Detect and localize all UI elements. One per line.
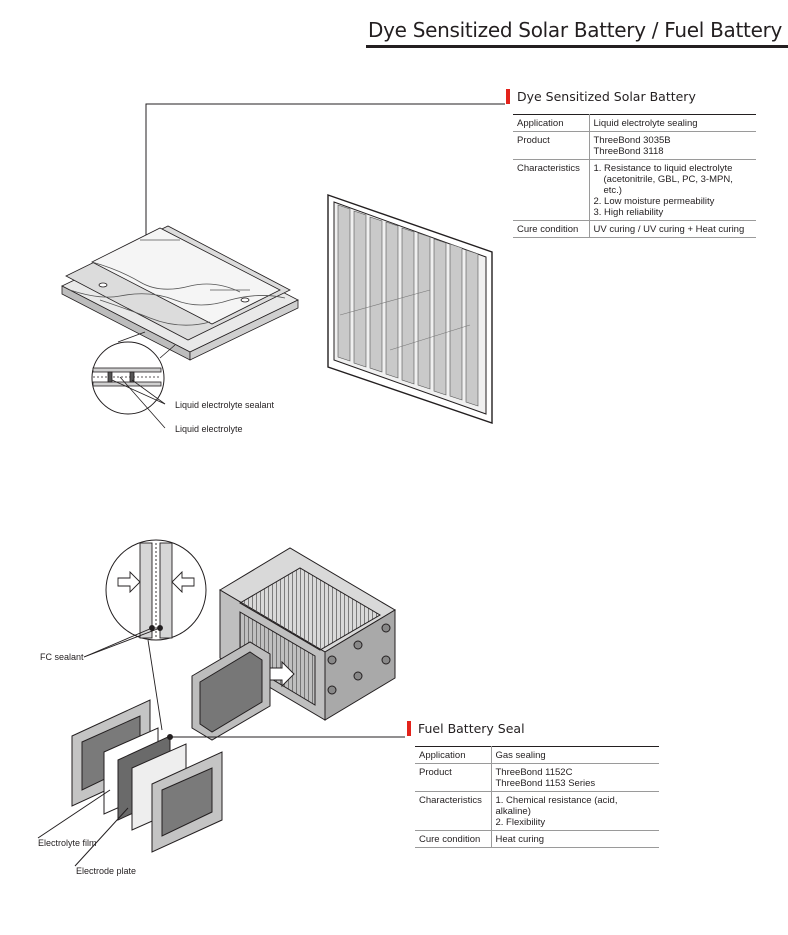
title-rule: [366, 45, 788, 48]
spec-key: Application: [513, 114, 590, 132]
page-title: Dye Sensitized Solar Battery / Fuel Batt…: [368, 18, 783, 42]
spec-key: Cure condition: [415, 830, 492, 848]
fuel-cell-stack-illustration: [219, 547, 396, 721]
solar-spec-table: Application Liquid electrolyte sealing P…: [513, 114, 756, 238]
spec-value: 1. Chemical resistance (acid, alkaline)2…: [491, 791, 659, 831]
heading-marker: [506, 89, 510, 104]
spec-value: 1. Resistance to liquid electrolyte(acet…: [589, 159, 756, 221]
spec-value: Gas sealing: [491, 746, 659, 764]
table-row: Application Liquid electrolyte sealing: [513, 114, 756, 132]
table-row: Cure condition UV curing / UV curing + H…: [513, 220, 756, 238]
solar-section-heading: Dye Sensitized Solar Battery: [506, 89, 696, 104]
heading-marker: [407, 721, 411, 736]
fuel-detail-magnifier: [83, 539, 207, 731]
callout-liquid-electrolyte: Liquid electrolyte: [175, 424, 243, 434]
spec-value: UV curing / UV curing + Heat curing: [589, 220, 756, 238]
table-row: Characteristics 1. Chemical resistance (…: [415, 791, 659, 831]
spec-key: Product: [513, 131, 590, 160]
spec-value: Heat curing: [491, 830, 659, 848]
solar-heading-text: Dye Sensitized Solar Battery: [517, 89, 696, 104]
callout-fc-sealant: FC sealant: [40, 652, 84, 662]
spec-key: Characteristics: [513, 159, 590, 221]
spec-key: Cure condition: [513, 220, 590, 238]
solar-module-illustration: [327, 194, 493, 424]
callout-electrode-plate: Electrode plate: [76, 866, 137, 876]
callout-liquid-electrolyte-sealant: Liquid electrolyte sealant: [175, 400, 275, 410]
spec-key: Product: [415, 763, 492, 792]
spec-key: Characteristics: [415, 791, 492, 831]
spec-value: Liquid electrolyte sealing: [589, 114, 756, 132]
fuel-heading-text: Fuel Battery Seal: [418, 721, 525, 736]
fuel-section-heading: Fuel Battery Seal: [407, 721, 525, 736]
solar-detail-magnifier: [91, 331, 176, 429]
table-row: Application Gas sealing: [415, 746, 659, 764]
solar-cell-panel-illustration: [61, 225, 299, 361]
fuel-spec-table: Application Gas sealing Product ThreeBon…: [415, 746, 659, 848]
table-row: Characteristics 1. Resistance to liquid …: [513, 159, 756, 221]
table-row: Cure condition Heat curing: [415, 830, 659, 848]
fuel-leader-line: [167, 734, 405, 740]
spec-key: Application: [415, 746, 492, 764]
fuel-end-plate-illustration: [191, 641, 271, 741]
fuel-exploded-layers-illustration: [37, 699, 223, 867]
callout-electrolyte-film: Electrolyte film: [38, 838, 97, 848]
